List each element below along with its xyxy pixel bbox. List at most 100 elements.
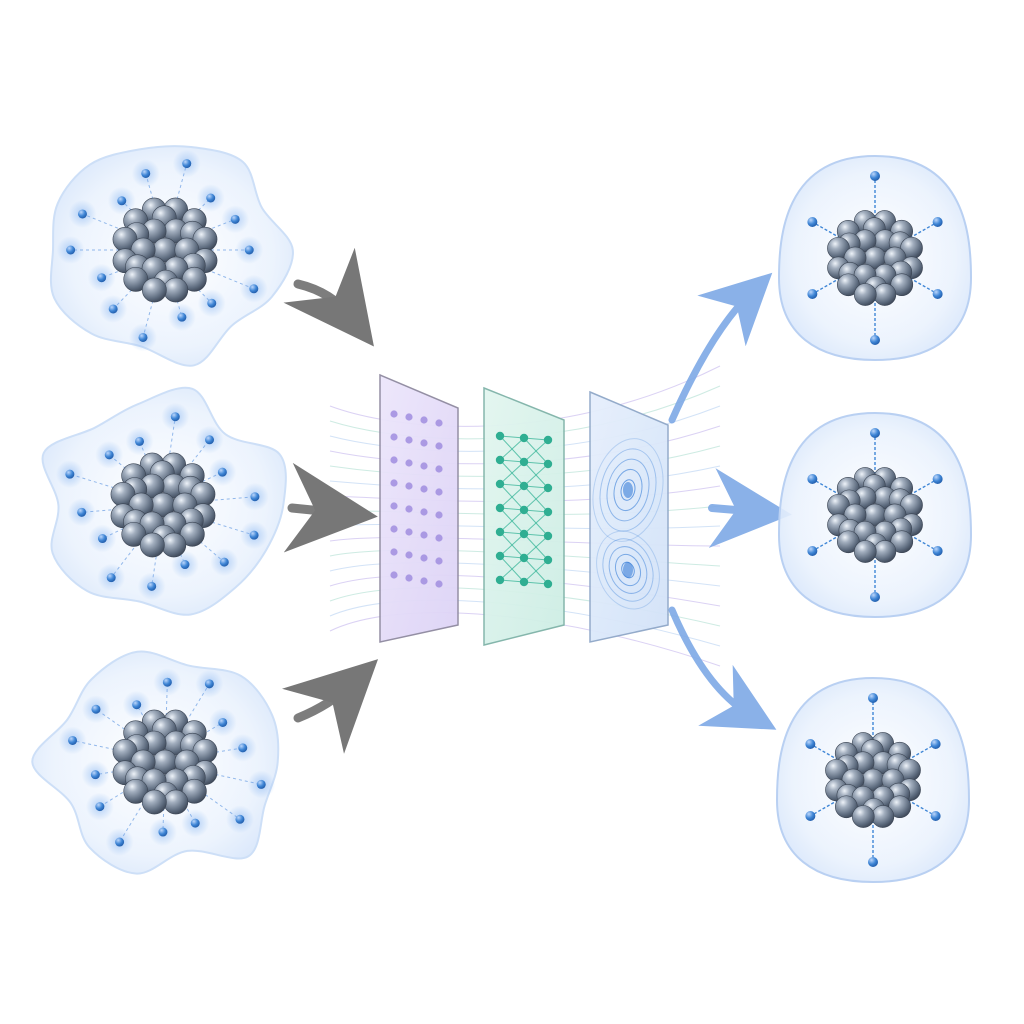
- output-arrows: [668, 272, 792, 730]
- processing-panels: [379, 373, 669, 646]
- bond-line: [162, 801, 165, 833]
- satellite-atom: [205, 435, 215, 445]
- feature-dot: [435, 534, 443, 542]
- satellite-atom: [162, 677, 172, 687]
- contour-line: [614, 553, 642, 587]
- network-node: [543, 531, 553, 541]
- network-node: [495, 575, 505, 585]
- input-cluster-3: [31, 650, 280, 875]
- atom: [161, 532, 187, 558]
- network-node: [495, 455, 505, 465]
- satellite-atom: [250, 492, 260, 502]
- bond-line: [189, 197, 212, 220]
- satellite-atom: [238, 743, 248, 753]
- contour-line: [602, 538, 654, 602]
- satellite-atom: [932, 546, 943, 556]
- network-edge: [523, 535, 549, 559]
- feature-dot: [405, 482, 413, 490]
- output-cluster-3: [775, 676, 971, 884]
- network-edge: [499, 557, 525, 581]
- input-cluster-1: [49, 145, 294, 367]
- satellite-atom: [117, 196, 127, 206]
- satellite-atoms: [55, 402, 269, 601]
- satellite-atom: [206, 193, 216, 203]
- atom: [853, 540, 877, 563]
- bond-line: [139, 441, 151, 468]
- feature-dot: [435, 557, 443, 565]
- feature-dot: [420, 531, 428, 539]
- satellite-atom: [230, 214, 240, 224]
- satellite-atom: [930, 739, 941, 749]
- satellite-atom: [170, 412, 180, 422]
- satellite-atom: [77, 507, 87, 517]
- feature-dot: [390, 525, 398, 533]
- satellite-atom: [868, 693, 878, 703]
- network-node: [519, 553, 529, 563]
- satellite-atom: [207, 298, 217, 308]
- network-edge: [523, 511, 549, 535]
- feature-dot: [420, 462, 428, 470]
- feature-dot: [420, 485, 428, 493]
- bond-line: [189, 280, 213, 304]
- network-node: [519, 457, 529, 467]
- feature-dot: [435, 419, 443, 427]
- feature-dot: [420, 416, 428, 424]
- input-cluster-2: [41, 386, 287, 616]
- satellite-atom: [805, 739, 816, 749]
- neural-network-panel: [483, 386, 565, 646]
- feature-dot: [435, 465, 443, 473]
- satellite-atom: [66, 245, 76, 255]
- output-clusters: [775, 154, 973, 884]
- bond-line: [95, 769, 126, 776]
- metal-core: [112, 197, 218, 303]
- network-node: [543, 555, 553, 565]
- metal-core: [825, 732, 921, 828]
- contour-line: [599, 448, 657, 532]
- output-arrow-2: [708, 468, 792, 548]
- satellite-atom: [870, 428, 880, 438]
- atom: [873, 540, 897, 563]
- satellite-atom: [158, 827, 168, 837]
- satellite-atom: [108, 304, 118, 314]
- bond-line: [101, 266, 130, 279]
- bond-line: [180, 798, 196, 824]
- atom: [836, 530, 860, 554]
- network-edge: [523, 559, 549, 583]
- satellite-atom: [932, 289, 943, 299]
- contour-line: [608, 546, 648, 594]
- atom: [123, 778, 149, 804]
- feature-dot: [420, 554, 428, 562]
- satellite-atom: [68, 735, 78, 745]
- feature-dot: [435, 488, 443, 496]
- contour-line: [621, 561, 635, 579]
- satellite-atom: [147, 581, 157, 591]
- atom: [179, 521, 205, 547]
- satellite-atom: [244, 245, 254, 255]
- atom: [888, 795, 912, 819]
- atom: [890, 273, 914, 297]
- satellite-atom: [807, 474, 818, 484]
- network-node: [519, 529, 529, 539]
- satellite-atom: [132, 700, 142, 710]
- satellite-atom: [106, 573, 116, 583]
- contour-line: [620, 479, 636, 501]
- bond-line: [196, 722, 223, 739]
- network-node: [495, 527, 505, 537]
- atom: [141, 277, 167, 303]
- network-node: [519, 505, 529, 515]
- network-node: [519, 433, 529, 443]
- atom: [141, 789, 167, 815]
- satellite-atom: [104, 450, 114, 460]
- network-node: [543, 483, 553, 493]
- satellite-atom: [90, 770, 100, 780]
- atom: [181, 266, 207, 292]
- satellite-atom: [65, 469, 75, 479]
- contour-line: [592, 438, 664, 542]
- atom: [181, 778, 207, 804]
- input-clusters: [31, 145, 294, 875]
- network-node: [543, 507, 553, 517]
- satellite-atom: [807, 217, 818, 227]
- network-node: [495, 479, 505, 489]
- bond-line: [69, 473, 126, 492]
